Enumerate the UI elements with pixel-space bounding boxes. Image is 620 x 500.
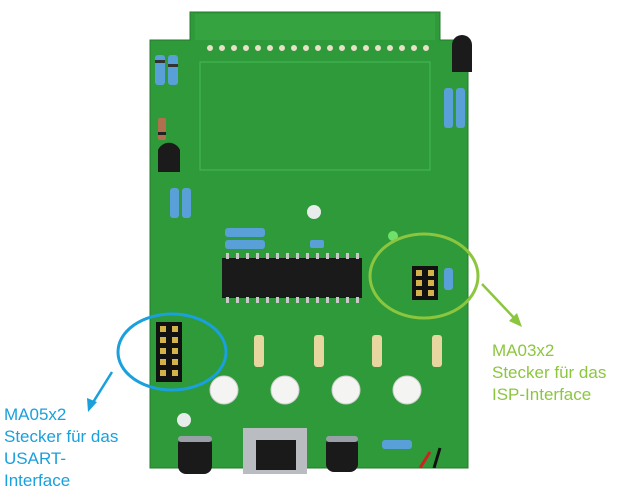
bottom-mounting-hole bbox=[177, 413, 191, 427]
display-footprint bbox=[199, 61, 431, 171]
usart-callout-circle bbox=[116, 312, 228, 392]
resistor-pair-middle bbox=[225, 228, 265, 249]
isp-callout-line-3: ISP-Interface bbox=[492, 385, 592, 404]
usart-callout-label: MA05x2 Stecker für das USART- Interface bbox=[4, 404, 118, 492]
mounting-hole bbox=[307, 205, 321, 219]
usart-callout-arrow-line bbox=[90, 371, 114, 405]
diode bbox=[158, 118, 166, 140]
isp-callout-arrow-line bbox=[481, 283, 517, 321]
green-led bbox=[388, 231, 398, 241]
pcb-board bbox=[149, 11, 469, 469]
power-wires bbox=[418, 447, 442, 469]
white-leds bbox=[209, 375, 422, 405]
isp-resistor bbox=[444, 268, 453, 290]
led-resistors bbox=[254, 335, 442, 367]
board-edge-connector bbox=[195, 14, 435, 40]
usart-callout-line-3: USART- bbox=[4, 449, 67, 468]
resistor-group-left-mid bbox=[170, 188, 191, 218]
usart-callout-arrowhead bbox=[87, 398, 97, 412]
transistor-right bbox=[452, 35, 472, 72]
electrolytic-capacitor-left bbox=[178, 436, 212, 474]
transistor-left bbox=[158, 142, 180, 172]
isp-callout-label: MA03x2 Stecker für das ISP-Interface bbox=[492, 340, 606, 406]
usart-callout-line-4: Interface bbox=[4, 471, 71, 490]
resistor-group-right bbox=[444, 88, 465, 128]
capacitor-small bbox=[310, 240, 324, 248]
top-pin-header bbox=[207, 45, 429, 51]
electrolytic-capacitor-right bbox=[326, 436, 358, 472]
microcontroller-chip bbox=[222, 253, 362, 303]
usart-callout-line-1: MA05x2 bbox=[4, 405, 67, 424]
isp-callout-circle bbox=[368, 232, 480, 320]
isp-header bbox=[412, 266, 438, 300]
resistor-group-left-top bbox=[155, 55, 178, 85]
isp-callout-line-1: MA03x2 bbox=[492, 341, 555, 360]
isp-callout-line-2: Stecker für das bbox=[492, 363, 607, 382]
isp-callout-arrowhead bbox=[509, 313, 522, 327]
voltage-regulator bbox=[243, 428, 307, 474]
bottom-resistor bbox=[382, 440, 412, 449]
usart-callout-line-2: Stecker für das bbox=[4, 427, 119, 446]
usart-header bbox=[156, 322, 182, 382]
